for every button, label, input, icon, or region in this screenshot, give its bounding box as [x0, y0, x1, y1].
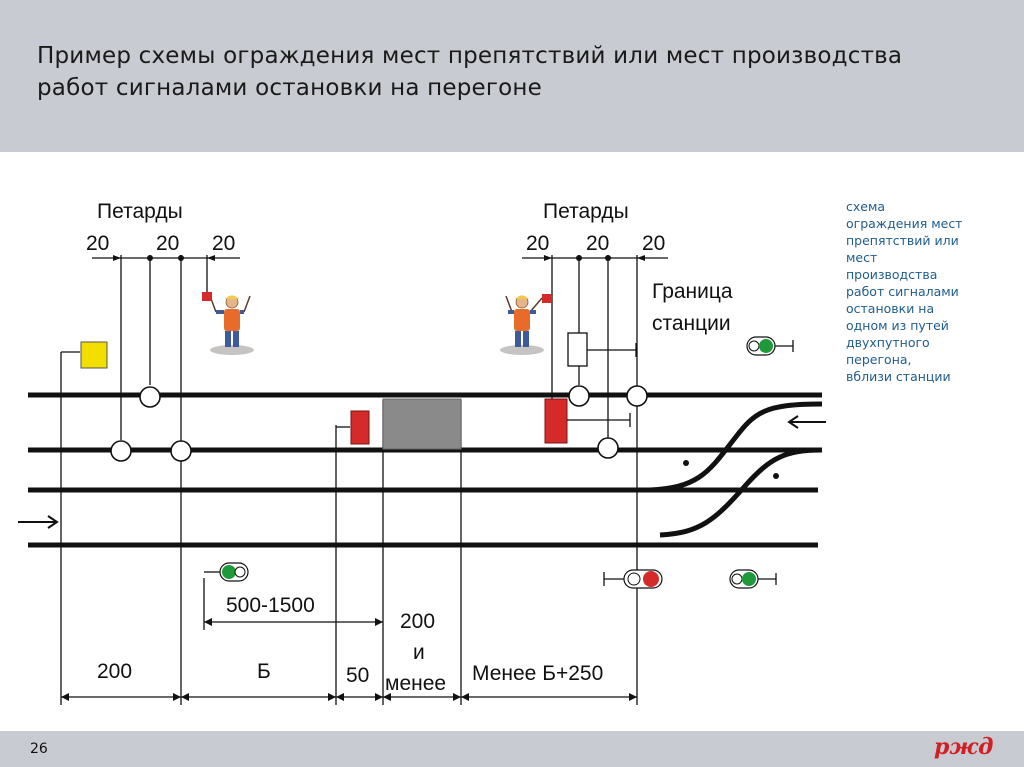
switch-curve-upper [649, 401, 823, 493]
label-dim-b: Б [257, 660, 271, 683]
rzd-logo: ржд [934, 734, 994, 760]
label-dim-50: 50 [346, 664, 369, 687]
switch-dot-2 [773, 473, 779, 479]
footer-bar [0, 731, 1024, 767]
green-signal-station [746, 336, 794, 356]
red-stop-signal-far [544, 398, 568, 444]
yellow-signal [80, 341, 108, 369]
label-spacing-1: 20 [86, 232, 109, 255]
signalman-figure-right [500, 294, 552, 355]
label-dim-500-1500: 500-1500 [226, 594, 315, 617]
label-petardy-left: Петарды [97, 200, 183, 223]
label-spacing-5: 20 [586, 232, 609, 255]
petard-circle [110, 440, 132, 462]
switch-curve-lower [659, 447, 823, 538]
red-stop-signal-near [350, 410, 370, 445]
label-dim-200-or-less-1: 200 [400, 610, 435, 633]
header-bar [0, 0, 1024, 152]
slide-title: Пример схемы ограждения мест препятствий… [37, 43, 903, 101]
label-station-boundary-2: станции [652, 312, 731, 335]
direction-arrow-right-head [787, 415, 799, 429]
label-dim-200-or-less-3: менее [385, 672, 446, 695]
red-signal-right [603, 569, 663, 589]
diagram-caption: схема ограждения мест препятствий или ме… [846, 199, 963, 384]
label-spacing-3: 20 [212, 232, 235, 255]
green-signal-left [204, 562, 249, 582]
label-spacing-6: 20 [642, 232, 665, 255]
page-number: 26 [30, 741, 48, 757]
petard-circle [626, 385, 648, 407]
petard-circle [597, 437, 619, 459]
label-dim-200: 200 [97, 660, 132, 683]
obstacle-site [382, 398, 462, 450]
label-dim-200-or-less-2: и [413, 641, 425, 664]
label-spacing-2: 20 [156, 232, 179, 255]
petard-circle [170, 440, 192, 462]
petard-circle [568, 385, 590, 407]
signalman-figure-left [202, 292, 254, 355]
label-dim-less-b-250: Менее Б+250 [472, 662, 603, 685]
switch-dot-1 [683, 460, 689, 466]
green-signal-right [729, 569, 777, 589]
direction-arrow-left-head [47, 515, 59, 529]
label-spacing-4: 20 [526, 232, 549, 255]
station-signal-box [567, 332, 588, 367]
petard-circle [139, 386, 161, 408]
label-petardy-right: Петарды [543, 200, 629, 223]
label-station-boundary-1: Граница [652, 280, 733, 303]
